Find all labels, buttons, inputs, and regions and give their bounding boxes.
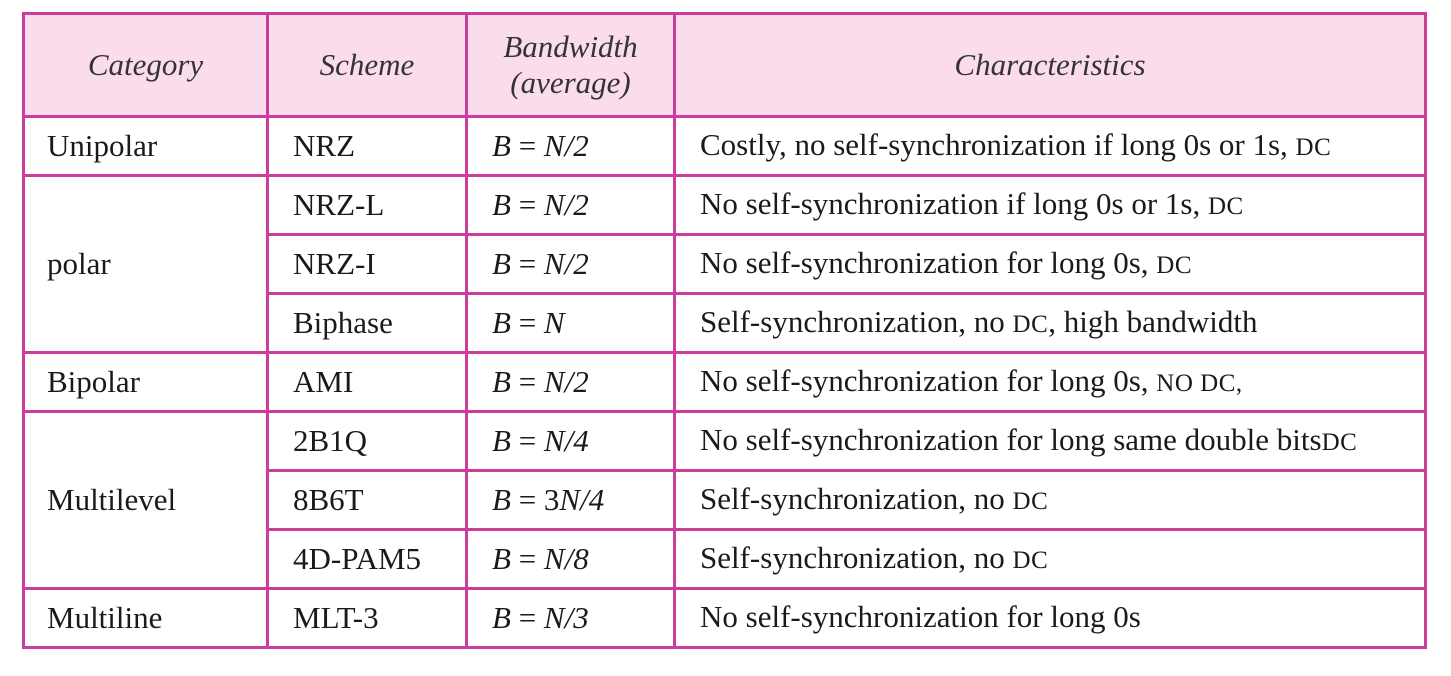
characteristics-cell: No self-synchronization for long same do… <box>673 410 1427 472</box>
category-cell: Multiline <box>22 587 269 649</box>
bandwidth-rhs: N/8 <box>543 541 589 576</box>
bandwidth-lhs: B <box>492 482 511 517</box>
bandwidth-eq: = <box>510 128 544 163</box>
bandwidth-cell: B = N/8 <box>465 528 676 590</box>
table-row: Bipolar AMI B = N/2 No self-synchronizat… <box>22 351 1427 413</box>
characteristics-text: No self-synchronization for long 0s, <box>700 362 1157 398</box>
scheme-cell: NRZ-I <box>266 233 468 295</box>
scheme-cell: AMI <box>266 351 468 413</box>
bandwidth-rhs: N/2 <box>543 246 589 281</box>
table-row: Multiline MLT-3 B = N/3 No self-synchron… <box>22 587 1427 649</box>
bandwidth-lhs: B <box>492 600 511 635</box>
characteristics-text: No self-synchronization for long same do… <box>700 421 1322 457</box>
characteristics-cell: No self-synchronization for long 0s, NO … <box>673 351 1427 413</box>
bandwidth-cell: B = N/2 <box>465 351 676 413</box>
bandwidth-cell: B = N/2 <box>465 174 676 236</box>
header-category: Category <box>22 12 269 118</box>
bandwidth-rhs: N/4 <box>543 423 589 458</box>
category-cell: Multilevel <box>22 410 269 590</box>
header-bandwidth: Bandwidth (average) <box>465 12 676 118</box>
bandwidth-lhs: B <box>492 187 511 222</box>
bandwidth-cell: B = N <box>465 292 676 354</box>
header-scheme: Scheme <box>266 12 468 118</box>
table-row: Unipolar NRZ B = N/2 Costly, no self-syn… <box>22 115 1427 177</box>
table-row: polar NRZ-L B = N/2 No self-synchronizat… <box>22 174 1427 354</box>
characteristics-cell: No self-synchronization for long 0s <box>673 587 1427 649</box>
category-cell: Unipolar <box>22 115 269 177</box>
bandwidth-rhs: N/3 <box>543 600 589 635</box>
bandwidth-eq: = <box>510 187 544 222</box>
header-bandwidth-line1: Bandwidth <box>503 29 638 64</box>
bandwidth-cell: B = N/2 <box>465 233 676 295</box>
bandwidth-rhs: N/2 <box>543 187 589 222</box>
characteristics-cell: No self-synchronization for long 0s, DC <box>673 233 1427 295</box>
scheme-cell: Biphase <box>266 292 468 354</box>
characteristics-cell: Self-synchronization, no DC <box>673 469 1427 531</box>
header-characteristics-label: Characteristics <box>954 47 1146 82</box>
bandwidth-cell: B = 3N/4 <box>465 469 676 531</box>
bandwidth-cell: B = N/4 <box>465 410 676 472</box>
header-characteristics: Characteristics <box>673 12 1427 118</box>
characteristics-text: No self-synchronization for long 0s <box>700 598 1141 634</box>
bandwidth-lhs: B <box>492 128 511 163</box>
bandwidth-rhs: N/4 <box>559 482 605 517</box>
table-row: NRZ-I B = N/2 No self-synchronization fo… <box>24 233 1427 295</box>
scheme-cell: 2B1Q <box>266 410 468 472</box>
characteristics-dc: NO DC, <box>1156 369 1243 397</box>
table-row: 8B6T B = 3N/4 Self-synchronization, no D… <box>24 469 1427 531</box>
characteristics-dc: DC <box>1207 192 1244 220</box>
bandwidth-eq: = <box>510 541 544 576</box>
bandwidth-rhs: N/2 <box>543 364 589 399</box>
scheme-cell: 8B6T <box>266 469 468 531</box>
characteristics-text: Self-synchronization, no <box>700 539 1013 575</box>
bandwidth-cell: B = N/2 <box>465 115 676 177</box>
characteristics-dc: DC <box>1321 428 1358 456</box>
characteristics-dc: DC <box>1012 487 1049 515</box>
bandwidth-lhs: B <box>492 423 511 458</box>
bandwidth-rhs: N <box>543 305 565 340</box>
characteristics-cell: Costly, no self-synchronization if long … <box>673 115 1427 177</box>
characteristics-cell: Self-synchronization, no DC, high bandwi… <box>673 292 1427 354</box>
bandwidth-eq: = <box>510 423 544 458</box>
characteristics-dc: DC <box>1156 251 1193 279</box>
bandwidth-eq: = <box>510 305 544 340</box>
characteristics-text: Self-synchronization, no <box>700 303 1013 339</box>
characteristics-dc: DC <box>1012 310 1049 338</box>
characteristics-text: No self-synchronization if long 0s or 1s… <box>700 185 1208 221</box>
bandwidth-eq: = <box>510 600 544 635</box>
category-cell: Bipolar <box>22 351 269 413</box>
bandwidth-cell: B = N/3 <box>465 587 676 649</box>
characteristics-dc: DC <box>1295 133 1332 161</box>
bandwidth-lhs: B <box>492 246 511 281</box>
bandwidth-rhs: N/2 <box>543 128 589 163</box>
characteristics-dc: DC <box>1012 546 1049 574</box>
characteristics-cell: Self-synchronization, no DC <box>673 528 1427 590</box>
header-bandwidth-line2: (average) <box>510 65 631 100</box>
category-cell: polar <box>22 174 269 354</box>
characteristics-text: Self-synchronization, no <box>700 480 1013 516</box>
characteristics-text: Costly, no self-synchronization if long … <box>700 126 1296 162</box>
encoding-schemes-table: Category Scheme Bandwidth (average) Char… <box>22 12 1427 649</box>
header-scheme-label: Scheme <box>319 47 415 82</box>
bandwidth-eq: = <box>510 246 544 281</box>
bandwidth-lhs: B <box>492 541 511 576</box>
table-row: Multilevel 2B1Q B = N/4 No self-synchron… <box>22 410 1427 590</box>
scheme-cell: NRZ <box>266 115 468 177</box>
bandwidth-lhs: B <box>492 364 511 399</box>
bandwidth-eq: = <box>510 364 544 399</box>
header-category-label: Category <box>87 47 204 82</box>
scheme-cell: MLT-3 <box>266 587 468 649</box>
characteristics-tail: , high bandwidth <box>1048 303 1258 339</box>
encoding-schemes-table-wrap: Category Scheme Bandwidth (average) Char… <box>22 12 1427 649</box>
bandwidth-eq: = 3 <box>510 482 560 517</box>
bandwidth-lhs: B <box>492 305 511 340</box>
scheme-cell: 4D-PAM5 <box>266 528 468 590</box>
table-row: 4D-PAM5 B = N/8 Self-synchronization, no… <box>24 528 1427 590</box>
header-row: Category Scheme Bandwidth (average) Char… <box>22 12 1427 118</box>
scheme-cell: NRZ-L <box>266 174 468 236</box>
characteristics-cell: No self-synchronization if long 0s or 1s… <box>673 174 1427 236</box>
table-row: Biphase B = N Self-synchronization, no D… <box>24 292 1427 354</box>
characteristics-text: No self-synchronization for long 0s, <box>700 244 1157 280</box>
